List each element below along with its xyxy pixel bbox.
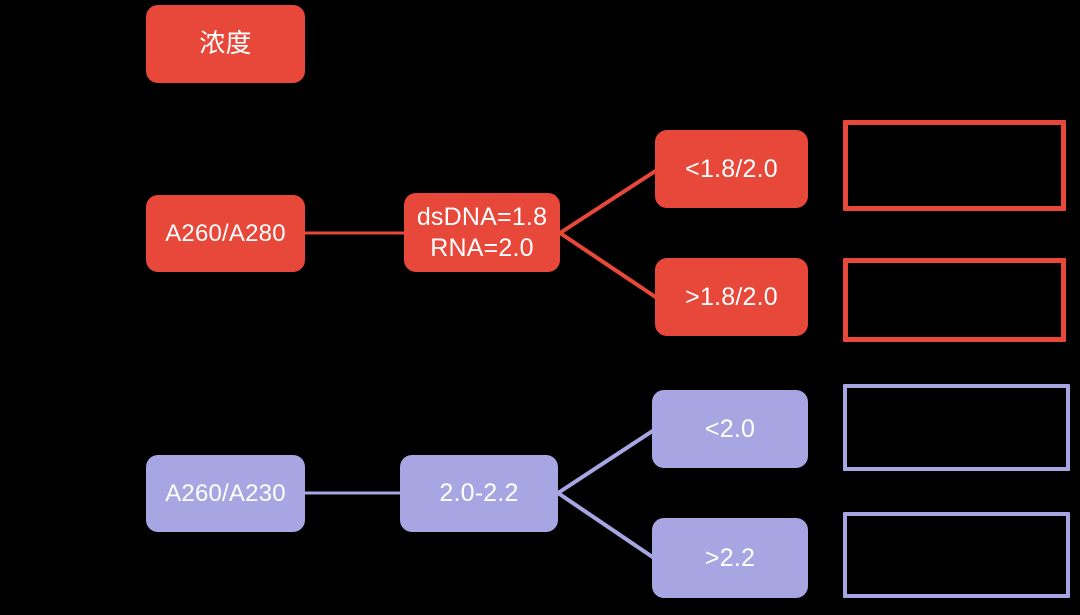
- note-box-a260-a230-outcome-1[interactable]: [843, 384, 1070, 471]
- node-a260-a280-root[interactable]: A260/A280: [146, 195, 305, 272]
- edge-a260a280-decision-to-outcome-1: [558, 168, 659, 235]
- node-a260-a230-root[interactable]: A260/A230: [146, 455, 305, 532]
- node-concentration-label[interactable]: 浓度: [146, 5, 305, 83]
- note-box-a260-a280-outcome-1[interactable]: [843, 120, 1066, 211]
- node-a260-a230-outcome-1[interactable]: <2.0: [652, 390, 808, 468]
- edge-a260a280-decision-to-outcome-2: [558, 231, 659, 300]
- edge-a260a230-decision-to-outcome-1: [556, 428, 656, 495]
- node-a260-a230-outcome-2[interactable]: >2.2: [652, 518, 808, 598]
- node-a260-a280-decision[interactable]: dsDNA=1.8 RNA=2.0: [404, 193, 560, 272]
- note-box-a260-a280-outcome-2[interactable]: [843, 258, 1066, 342]
- node-a260-a280-outcome-1[interactable]: <1.8/2.0: [655, 130, 808, 208]
- node-a260-a280-outcome-2[interactable]: >1.8/2.0: [655, 258, 808, 336]
- edge-a260a230-decision-to-outcome-2: [556, 491, 656, 560]
- node-a260-a230-decision[interactable]: 2.0-2.2: [400, 455, 558, 532]
- note-box-a260-a230-outcome-2[interactable]: [843, 512, 1070, 598]
